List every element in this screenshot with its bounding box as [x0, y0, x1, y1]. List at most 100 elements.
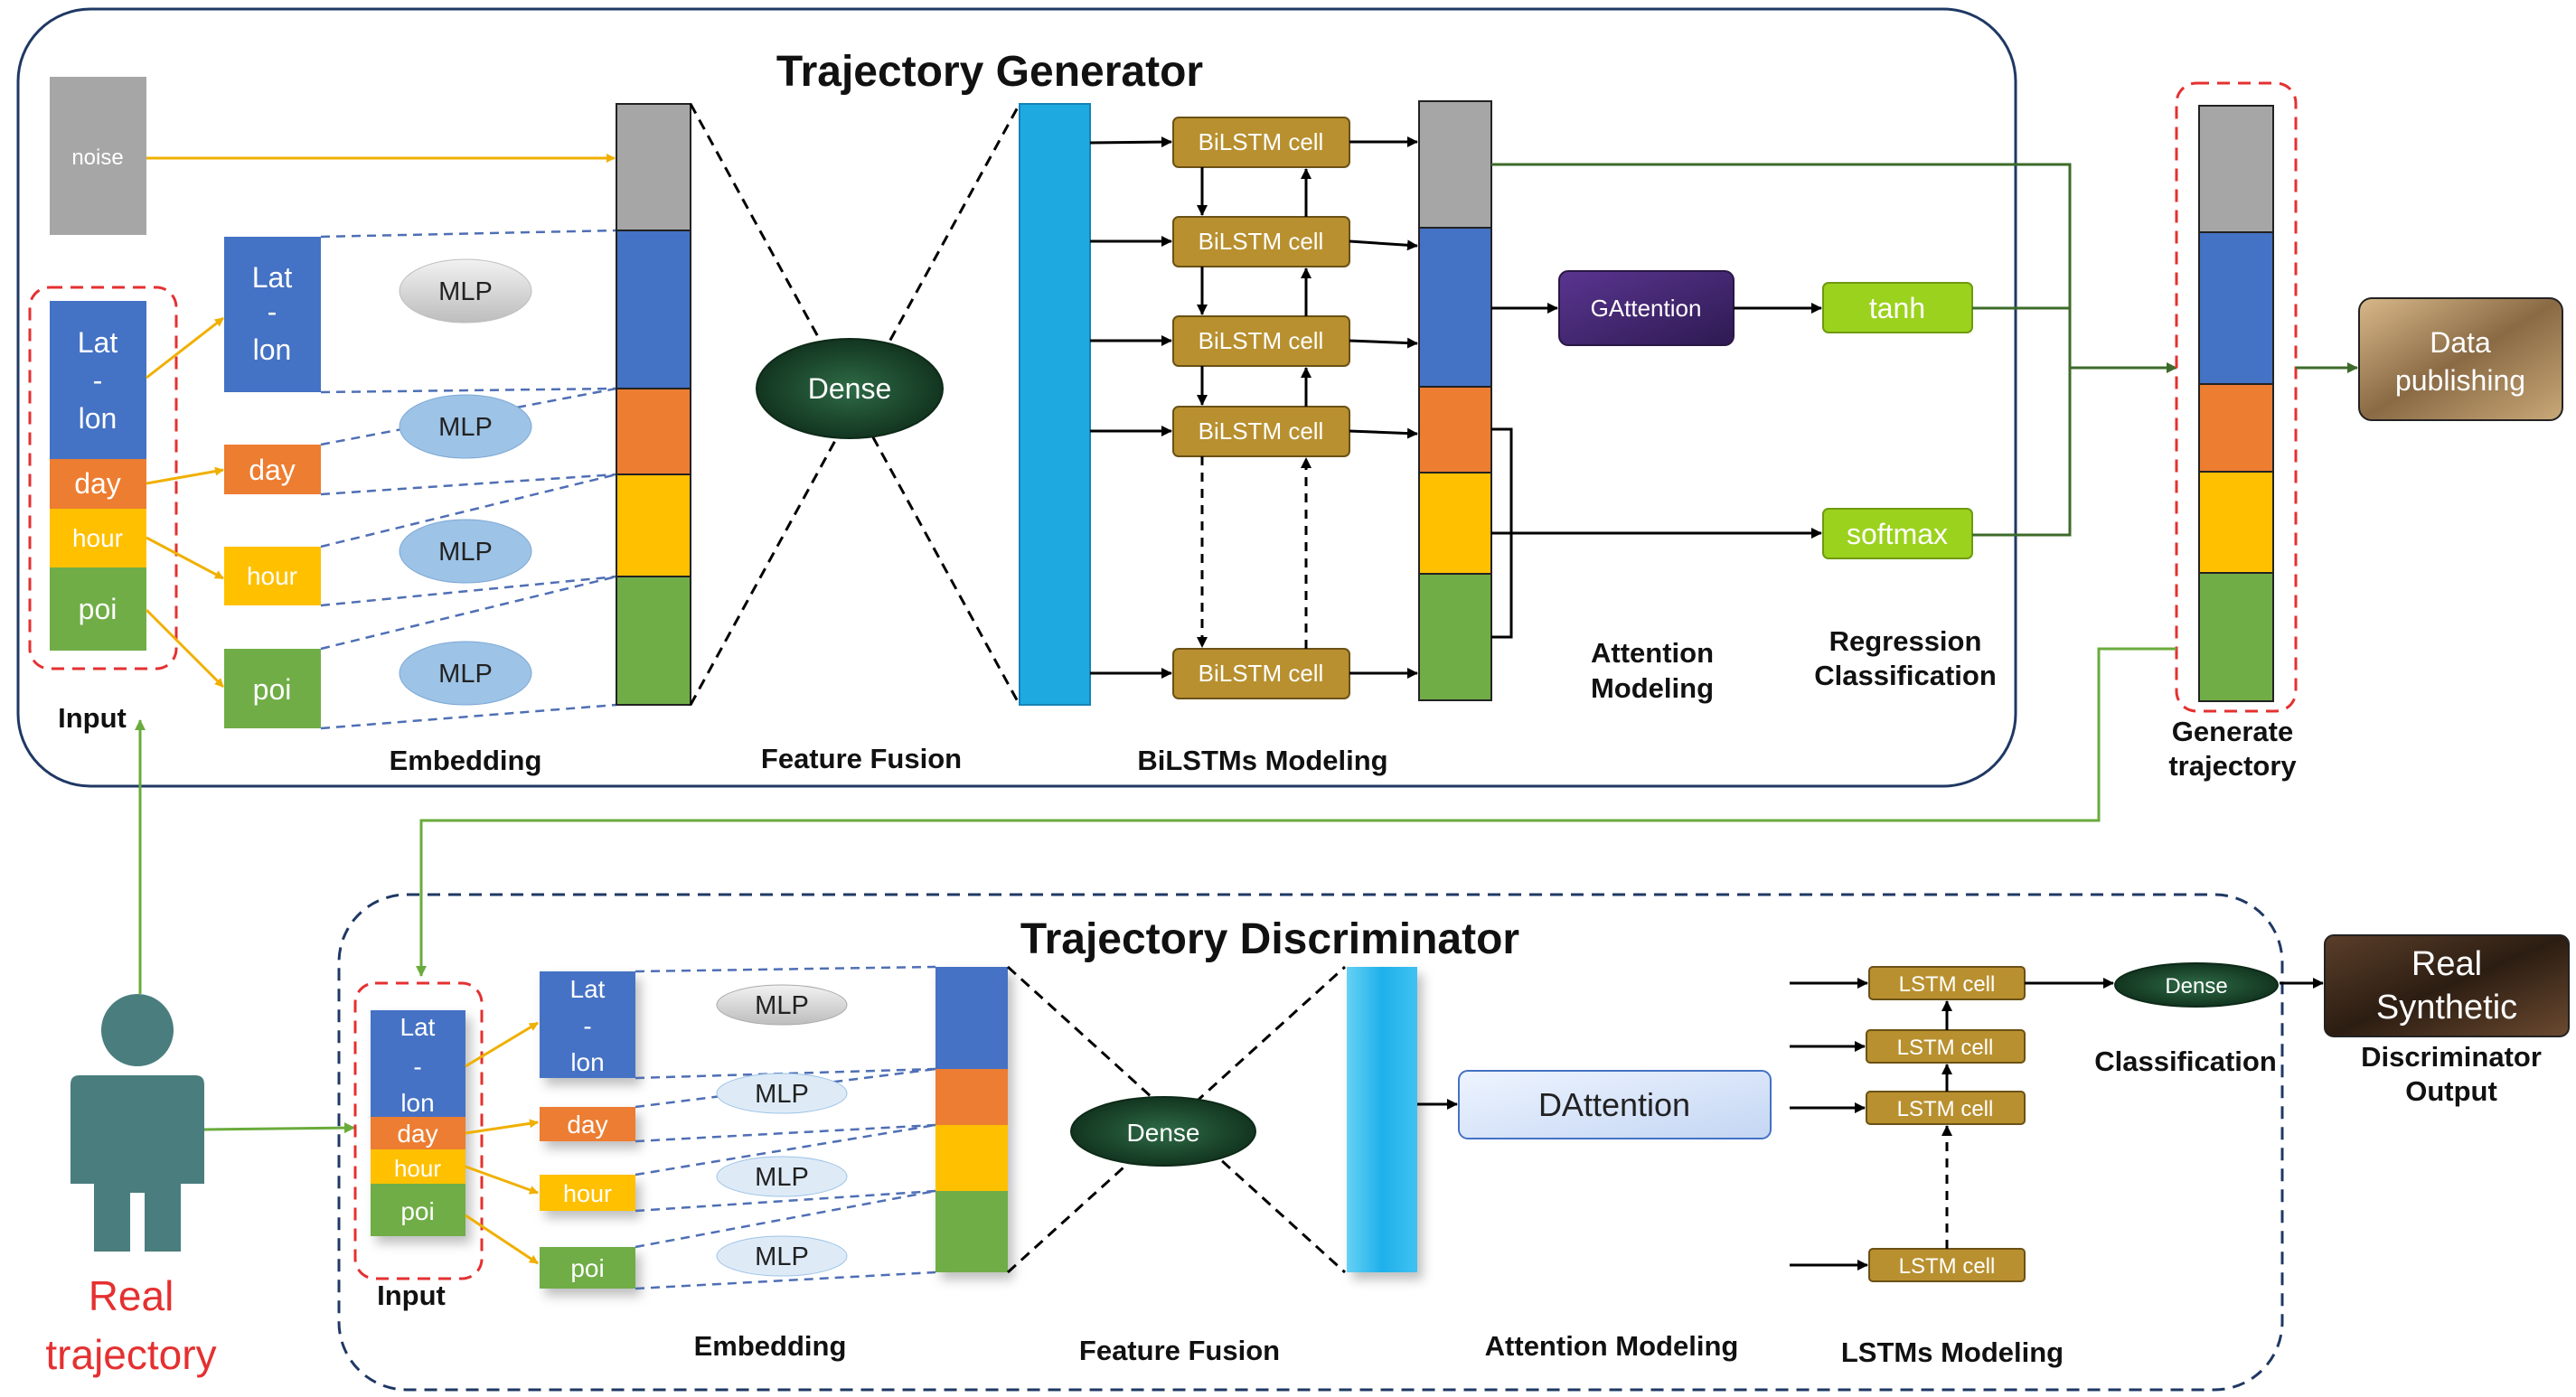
gen-input-dash: - [93, 364, 103, 397]
gen-fusion-lines [689, 103, 1021, 706]
disc-mlp-2 [716, 1073, 848, 1114]
person-icon [71, 994, 204, 1252]
lstm-cell-3-label: LSTM cell [1897, 1097, 1994, 1121]
disc-classification-caption: Classification [2094, 1045, 2277, 1077]
gen-stacked-vector [616, 103, 691, 706]
disc-embed-dash: - [583, 1012, 591, 1040]
gen-merge-lines [1491, 163, 2177, 537]
disc-lstm-cells: LSTM cell LSTM cell LSTM cell LSTM cell [1866, 966, 2026, 1282]
gen-arrow-latlon [146, 316, 224, 380]
disc-fusion-caption: Feature Fusion [1079, 1335, 1280, 1366]
gen-input-hour-label: hour [72, 524, 123, 552]
disc-output-real: Real [2411, 945, 2482, 983]
disc-input-stack [371, 1010, 465, 1236]
gen-fusion-caption: Feature Fusion [761, 743, 962, 774]
data-publishing-1: Data [2430, 326, 2491, 359]
disc-dense-small [2114, 962, 2279, 1008]
gen-embed-lon: lon [253, 333, 292, 366]
generated-to-discriminator-line [416, 647, 2176, 977]
disc-embed-day: day [567, 1111, 607, 1139]
attention-caption-2: Modeling [1591, 672, 1714, 704]
gen-input-caption: Input [58, 702, 127, 734]
gen-mlp-3-label: MLP [438, 538, 493, 567]
gen-input-day-label: day [74, 467, 121, 500]
bilstm-cell-4-label: BiLSTM cell [1199, 417, 1324, 445]
gen-embed-hour-label: hour [247, 562, 297, 590]
disc-embed-hour: hour [563, 1180, 612, 1207]
gen-head-arrows [1491, 303, 1822, 639]
regression-caption-1: Regression [1829, 625, 1982, 657]
data-publishing-box [2358, 297, 2563, 421]
disc-mlp-4 [716, 1235, 848, 1277]
disc-output-box [2324, 934, 2570, 1037]
gen-arrow-day [146, 466, 224, 485]
gen-embed-poi [224, 649, 321, 728]
gen-output-stack [1418, 100, 1492, 701]
disc-mlp-3-label: MLP [755, 1163, 809, 1192]
generate-caption-1: Generate [2172, 716, 2293, 747]
disc-input-dash: - [413, 1053, 421, 1081]
gen-input-poi [50, 567, 146, 651]
lstm-cell-2-label: LSTM cell [1897, 1036, 1994, 1060]
dattention-label: DAttention [1538, 1086, 1690, 1123]
gen-embed-hour [224, 547, 321, 605]
disc-fused-vector [1347, 967, 1417, 1272]
noise-label: noise [71, 145, 123, 170]
lstm-cell-1-label: LSTM cell [1899, 972, 1996, 997]
disc-mlp-4-label: MLP [755, 1242, 809, 1271]
gen-arrow-poi [145, 608, 225, 689]
gen-dense-label: Dense [808, 372, 892, 405]
generated-trajectory-stack [2198, 105, 2274, 702]
gen-dense-node [756, 338, 944, 439]
generator-input-group [28, 286, 178, 670]
disc-input-hour: hour [394, 1155, 441, 1182]
gen-input-latlon [50, 301, 146, 459]
gen-bilstm-cells: BiLSTM cell BiLSTM cell BiLSTM cell BiLS… [1172, 117, 1350, 699]
disc-mlp-1 [716, 984, 848, 1026]
gen-embed-lat: Lat [252, 261, 293, 294]
disc-embed-poi: poi [570, 1254, 604, 1282]
disc-embed-connectors [635, 965, 936, 1290]
disc-embedding-caption: Embedding [694, 1330, 847, 1362]
disc-output-caption-2: Output [2405, 1075, 2497, 1107]
bilstm-cell-3-label: BiLSTM cell [1199, 327, 1324, 354]
gen-embed-latlon [224, 237, 321, 392]
dattention-box [1458, 1070, 1772, 1139]
gen-mlp-4-label: MLP [438, 660, 493, 689]
disc-input-day: day [397, 1120, 437, 1148]
disc-embed-boxes [540, 971, 635, 1289]
data-publishing-2: publishing [2395, 364, 2525, 397]
attention-caption-1: Attention [1591, 637, 1714, 669]
disc-output-synthetic: Synthetic [2376, 989, 2517, 1027]
disc-dense-small-label: Dense [2165, 974, 2227, 999]
generate-caption-2: trajectory [2168, 750, 2297, 782]
disc-embed-lat: Lat [570, 975, 606, 1003]
lstm-cell-4-label: LSTM cell [1899, 1254, 1996, 1279]
disc-input-group [353, 981, 484, 1280]
disc-mlp-1-label: MLP [755, 991, 809, 1020]
disc-input-lat: Lat [400, 1013, 436, 1041]
discriminator-frame [337, 893, 2284, 1392]
gen-bilstm-dashed-arrows [1197, 456, 1312, 649]
gen-mlp-4 [399, 641, 532, 706]
disc-mlp-2-label: MLP [755, 1080, 809, 1109]
generated-trajectory-group [2175, 81, 2298, 713]
gen-bilstm-arrows [1089, 136, 1418, 679]
disc-input-arrows [465, 1021, 539, 1265]
disc-embed-lon: lon [570, 1048, 604, 1076]
gen-fused-vector [1019, 103, 1091, 706]
disc-input-caption: Input [377, 1280, 446, 1311]
disc-mlp-3 [716, 1156, 848, 1197]
tanh-label: tanh [1869, 292, 1925, 324]
gen-embedding-caption: Embedding [390, 745, 542, 776]
gen-bilstm-caption: BiLSTMs Modeling [1137, 745, 1387, 776]
gen-embed-dash: - [268, 295, 277, 328]
disc-lstm-caption: LSTMs Modeling [1841, 1336, 2064, 1368]
gen-mlp-2 [399, 394, 532, 459]
gen-mlp-1 [399, 258, 532, 323]
gen-embed-connectors [320, 229, 617, 730]
real-trajectory-2: trajectory [45, 1331, 216, 1378]
gen-input-day [50, 459, 146, 509]
gen-mlp-1-label: MLP [438, 277, 493, 306]
disc-dense-label: Dense [1127, 1119, 1200, 1147]
